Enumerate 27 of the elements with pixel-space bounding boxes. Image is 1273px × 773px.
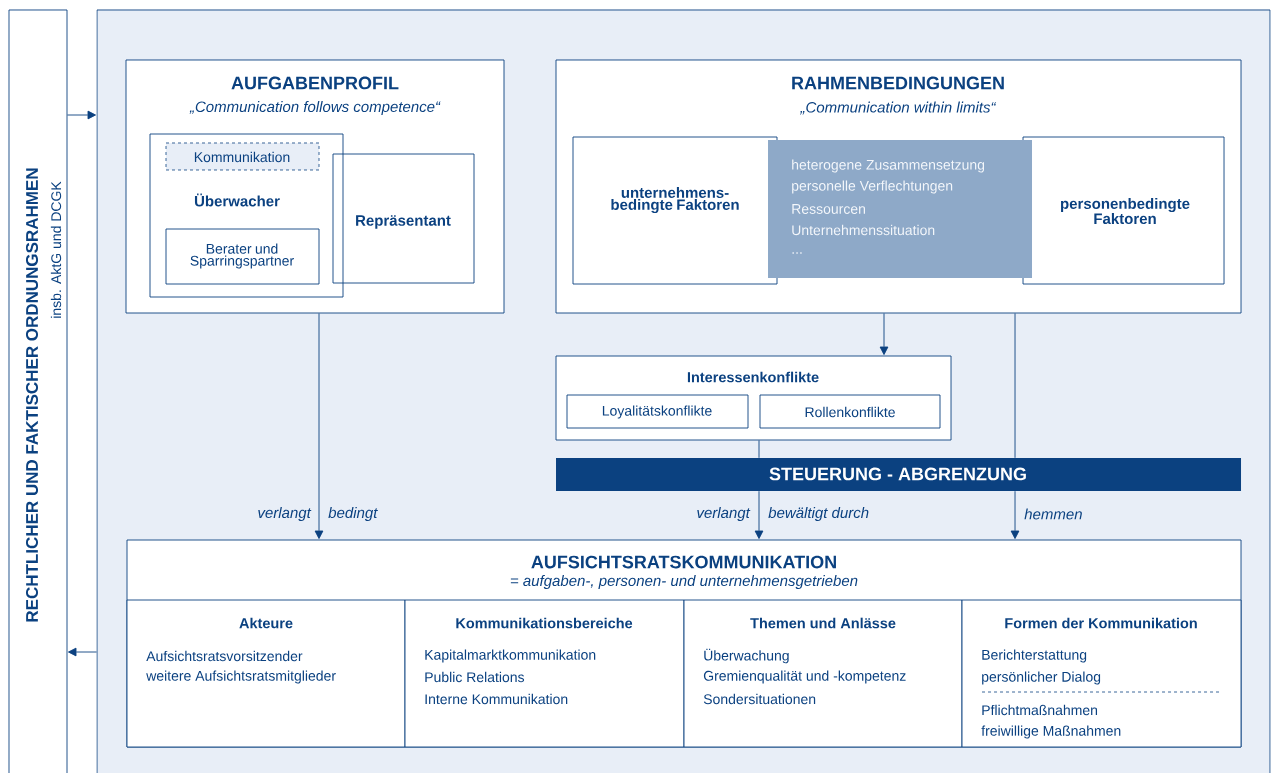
frame-band: RECHTLICHER UND FAKTISCHER ORDNUNGSRAHMEN insb. AktG und DCGK [8,9,68,773]
heading-bar: STEUERUNG - ABGRENZUNG [556,458,1241,491]
arrow-note: bewältigt durch [767,506,871,522]
arrow [1010,490,1020,539]
edge-label: hemmen [1023,507,1084,521]
arrow [879,313,889,355]
arrow [68,647,97,657]
table-column: Formen der Kommunikation Berichterstattung persönlicher Dialog Pflichtmaßnahmen freiwillige Maßnahmen [961,599,1242,748]
text-box: Loyalitätskonflikte [566,394,749,429]
edge-label: verlangt [695,506,751,522]
dashed-box: Kommunikation [165,142,320,171]
text-box: unternehmens- bedingte Faktoren [572,136,778,285]
text-box: Rollenkonflikte [759,394,941,429]
edge-label: verlangt [256,506,312,522]
list-band: heterogene Zusammensetzung personelle Verflechtungen Ressourcen Unternehmenssituation ... [768,140,1032,278]
table-column: Akteure Aufsichtsratsvorsitzender weitere Aufsichtsratsmitglieder [126,599,406,748]
arrow [754,490,764,539]
text-box: personenbedingte Faktoren [1022,136,1225,285]
table-column: Themen und Anlässe Überwachung Gremienqualität und -kompetenz Sondersituationen [683,599,963,748]
text-box: Berater und Sparringspartner [165,228,320,285]
text-box: Repräsentant [332,153,475,284]
arrow [67,110,96,120]
arrow-note: bedingt [327,506,379,522]
arrow [314,313,324,539]
connector-line [1014,313,1016,459]
connector-line [758,440,760,459]
table-column: Kommunikationsbereiche Kapitalmarktkommunikation Public Relations Interne Kommunikation [404,599,685,748]
